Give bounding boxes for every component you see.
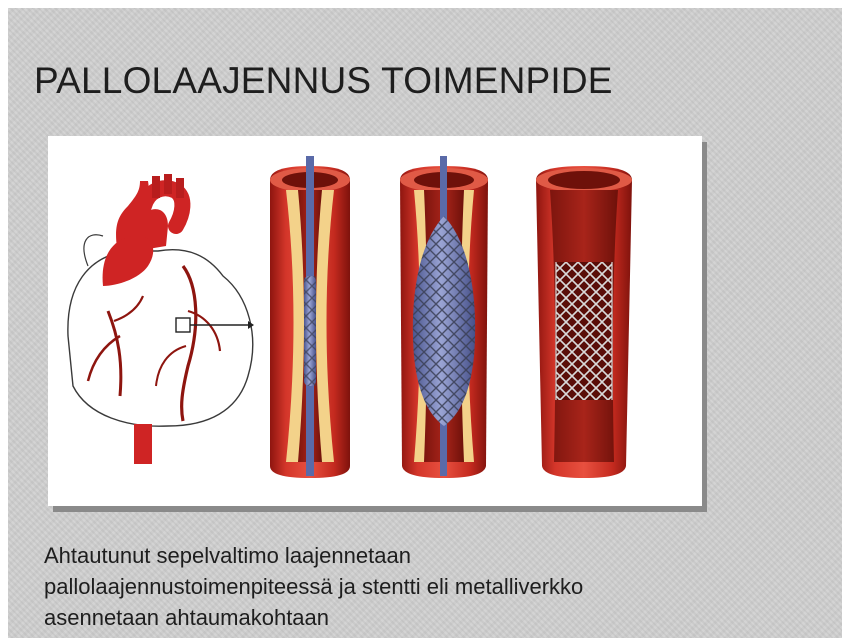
illustration-svg bbox=[48, 136, 702, 506]
artery-balloon bbox=[400, 156, 488, 478]
slide-caption: Ahtautunut sepelvaltimo laajennetaan pal… bbox=[44, 540, 824, 633]
procedure-illustration bbox=[48, 136, 702, 506]
artery-catheter bbox=[270, 156, 350, 478]
artery-stent bbox=[536, 166, 632, 478]
slide-title: PALLOLAAJENNUS TOIMENPIDE bbox=[34, 60, 613, 102]
slide: PALLOLAAJENNUS TOIMENPIDE bbox=[8, 8, 842, 638]
caption-line-3: asennetaan ahtaumakohtaan bbox=[44, 602, 824, 633]
caption-line-1: Ahtautunut sepelvaltimo laajennetaan bbox=[44, 540, 824, 571]
heart-drawing bbox=[68, 174, 254, 464]
caption-line-2: pallolaajennustoimenpiteessä ja stentti … bbox=[44, 571, 824, 602]
